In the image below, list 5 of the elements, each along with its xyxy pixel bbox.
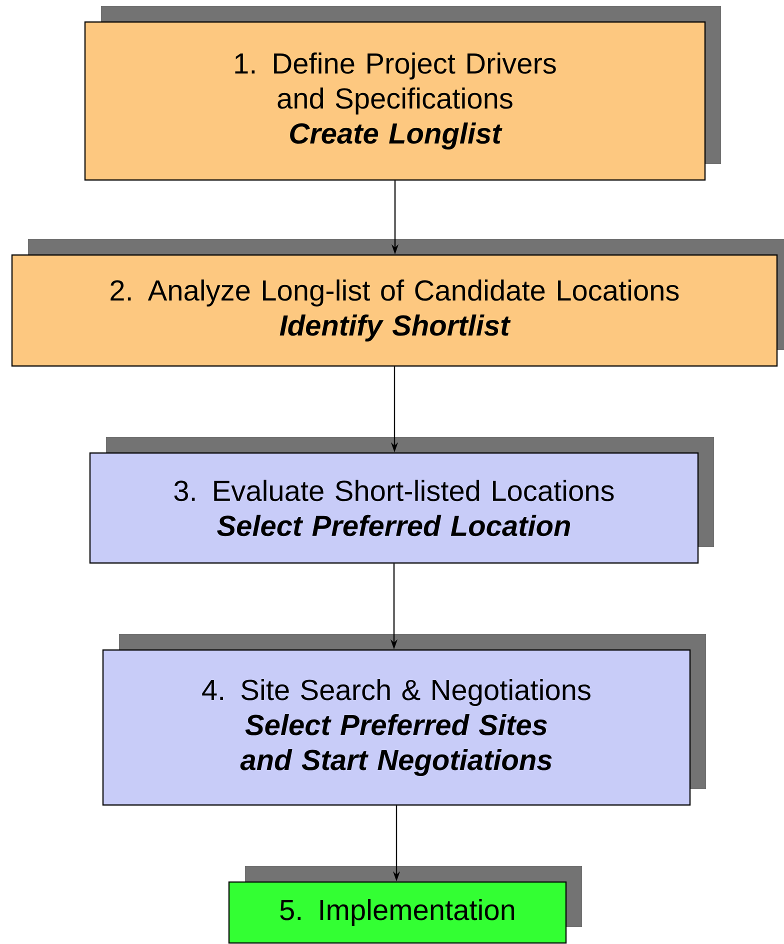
- process-box: 4. Site Search & Negotiations Select Preferred Sites and Start Negotiations: [102, 634, 706, 806]
- process-box: 5. Implementation: [228, 866, 582, 944]
- process-box: 1. Define Project Drivers and Specifications Create Longlist: [84, 6, 721, 181]
- process-box: 3. Evaluate Short-listed Locations Select Preferred Location: [89, 437, 714, 564]
- process-box: 2. Analyze Long-list of Candidate Locations Identify Shortlist: [11, 239, 784, 367]
